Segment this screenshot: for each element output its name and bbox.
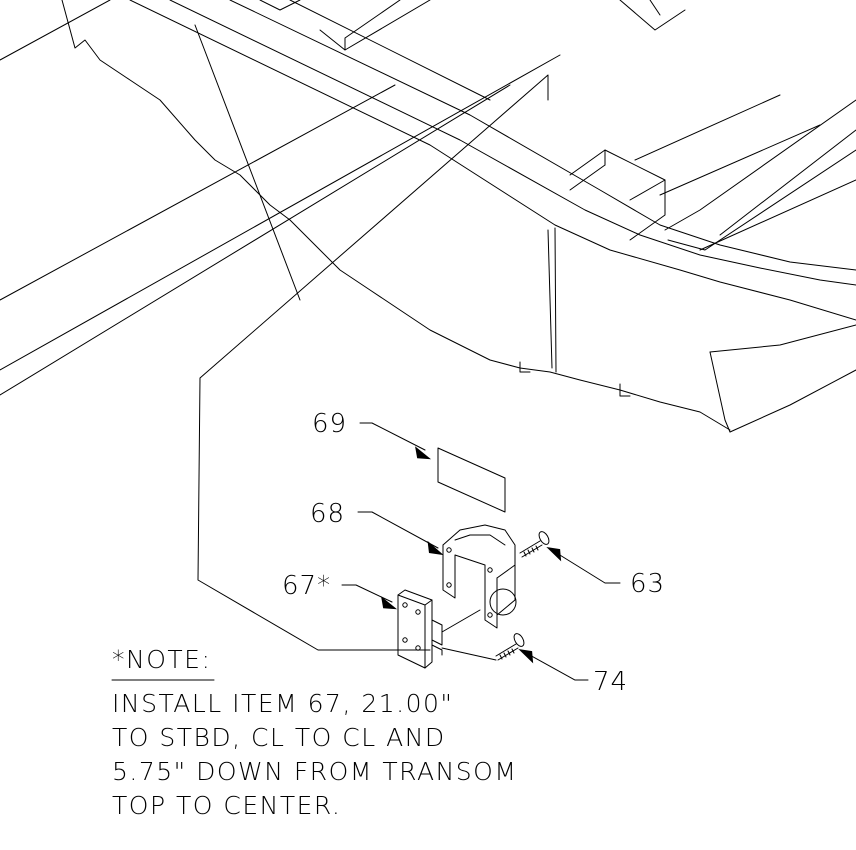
callout-68: 68 (310, 499, 444, 556)
arrowhead-icon (518, 649, 534, 664)
screw-74 (441, 633, 525, 661)
note-line-4: TOP TO CENTER. (112, 791, 341, 820)
note-line-1: INSTALL ITEM 67, 21.00" (112, 689, 453, 718)
callout-label-67: 67* (282, 571, 331, 601)
arrowhead-icon (546, 547, 562, 562)
arrowhead-icon (415, 446, 432, 460)
note-line-2: TO STBD, CL TO CL AND (112, 723, 446, 752)
arrowhead-icon (381, 596, 398, 610)
callout-69: 69 (312, 409, 432, 460)
part-68-bracket (442, 524, 517, 629)
transom-leader-line (197, 74, 549, 651)
note-line-3: 5.75" DOWN FROM TRANSOM (112, 757, 517, 786)
callout-label-63: 63 (630, 569, 665, 599)
part-67-mounting-block (397, 589, 481, 669)
callout-label-68: 68 (310, 499, 345, 529)
callout-63: 63 (546, 547, 665, 599)
callout-74: 74 (518, 649, 628, 697)
callout-label-69: 69 (312, 409, 347, 439)
installation-note: *NOTE: INSTALL ITEM 67, 21.00" TO STBD, … (111, 645, 517, 820)
note-heading: *NOTE: (112, 645, 211, 674)
callout-label-74: 74 (593, 667, 628, 697)
part-69-plate (437, 447, 506, 513)
screw-63 (519, 531, 550, 558)
callout-67: 67* (282, 571, 398, 610)
boat-hull-outline (0, 0, 856, 433)
